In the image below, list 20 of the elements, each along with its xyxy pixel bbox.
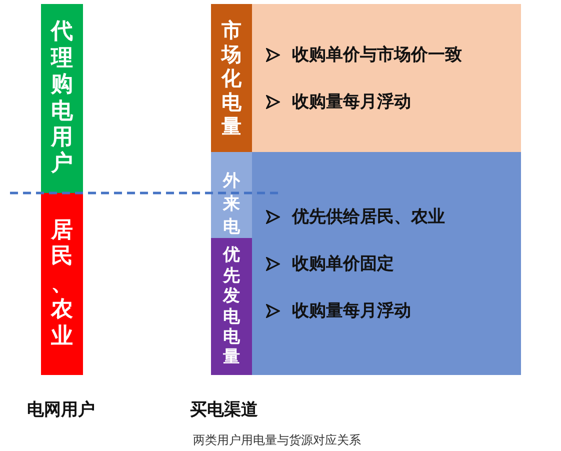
bar-label: 居民、农业: [51, 218, 73, 350]
bar-label: 市场化电量: [222, 18, 242, 138]
label-bar: [41, 193, 83, 375]
column-heading: 买电渠道: [190, 399, 258, 421]
bar-label: 优先发电电量: [223, 245, 240, 368]
info-panel: [252, 152, 521, 375]
bullet-text: 收购量每月浮动: [292, 300, 411, 322]
label-bar: [211, 152, 252, 238]
bullet-text: 收购单价与市场价一致: [292, 44, 462, 66]
bullet-text: 收购量每月浮动: [292, 91, 411, 113]
bullet-text: 收购单价固定: [292, 253, 394, 275]
label-bar: [211, 238, 252, 375]
label-bar: [41, 4, 83, 193]
info-panel: [252, 4, 521, 152]
column-heading: 电网用户: [27, 399, 95, 421]
caption: 两类用户用电量与货源对应关系: [193, 432, 361, 449]
bar-label: 代理购电用户: [51, 19, 73, 178]
bar-label: 外来电: [223, 170, 240, 239]
label-bar: [211, 4, 252, 152]
bullet-text: 优先供给居民、农业: [292, 206, 445, 228]
